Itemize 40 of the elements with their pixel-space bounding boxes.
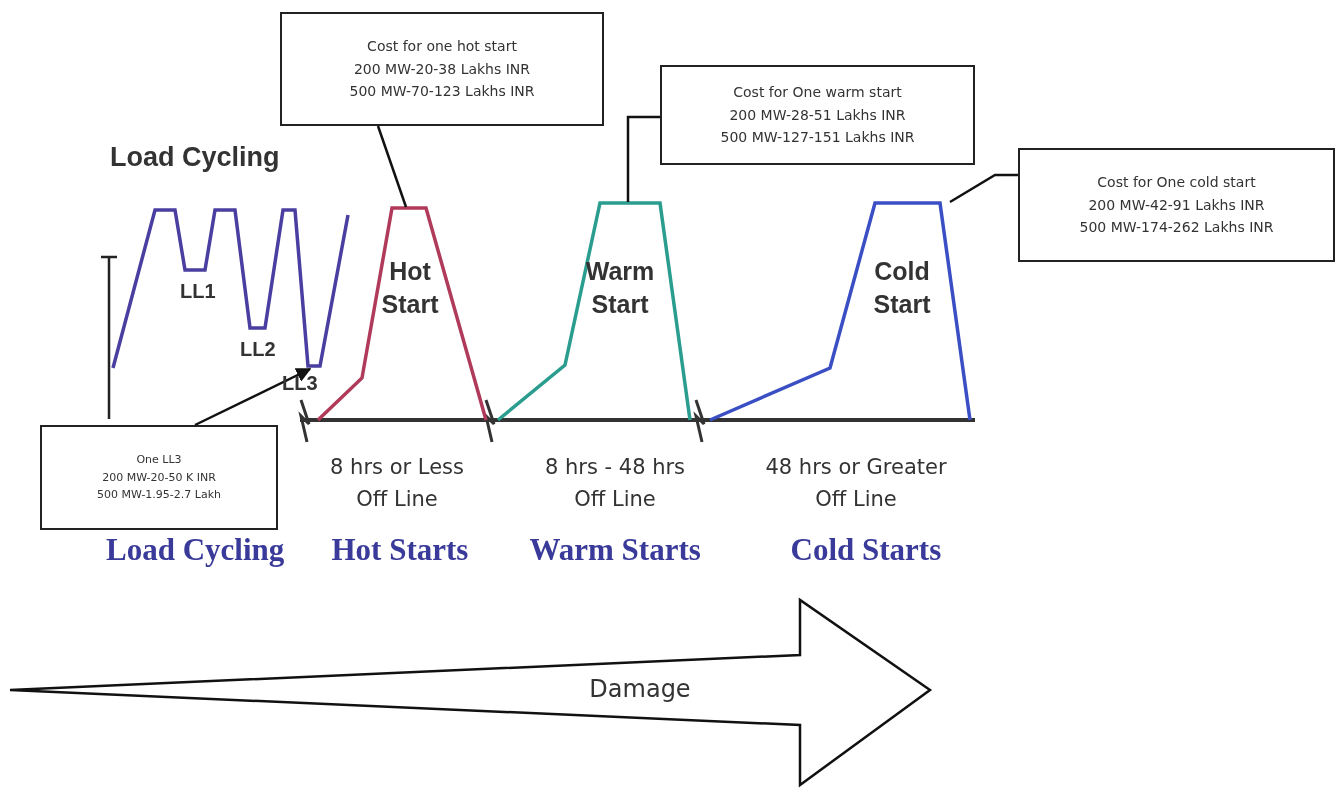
cold-start-curve [708,202,972,421]
curve-label: Cold Start [872,256,932,320]
cost-callout [660,65,975,165]
callout-heading: Cost for One cold start [1097,173,1256,193]
leader-line [626,115,660,202]
cost-callout [40,425,278,530]
hot-start-curve [316,207,488,421]
cost-text: 200 MW-20-38 Lakhs INR [353,59,531,79]
load-level-label: LL2 [240,338,276,361]
offline-duration-label: 8 hrs - 48 hrs Off Line [543,454,687,513]
cost-text: 500 MW-174-262 Lakhs INR [1079,218,1274,238]
load-level-label: LL1 [180,280,216,303]
category-label: Cold Starts [790,532,942,568]
callout-heading: One LL3 [136,452,182,469]
offline-duration-label: 48 hrs or Greater Off Line [764,454,948,513]
cost-text: 200 MW-28-51 Lakhs INR [729,105,906,125]
load-cycling-curve [111,208,351,369]
arrow-label: Damage [588,674,692,705]
cost-callout [280,12,604,126]
curve-label: Hot Start [380,256,440,320]
curve-label: Warm Start [584,256,656,320]
offline-duration-label: 8 hrs or Less Off Line [329,454,465,513]
warm-start-curve [496,202,692,421]
category-label: Warm Starts [529,532,701,568]
damage-arrow [8,598,932,788]
leader-line [949,173,1018,204]
load-level-label: LL3 [282,372,318,395]
cost-text: 500 MW-127-151 Lakhs INR [720,128,915,148]
category-label: Hot Starts [331,532,469,568]
leader-line [194,367,312,427]
cost-text: 500 MW-70-123 Lakhs INR [349,82,535,102]
leader-line [376,125,408,208]
cost-callout [1018,148,1335,262]
cost-text: 200 MW-42-91 Lakhs INR [1088,195,1265,215]
cost-text: 200 MW-20-50 K INR [102,469,216,486]
cost-text: 500 MW-1.95-2.7 Lakh [96,487,221,504]
category-label: Load Cycling [106,532,285,568]
callout-heading: Cost for One warm start [733,83,902,103]
callout-heading: Cost for one hot start [367,37,517,57]
section-title: Load Cycling [110,142,280,173]
